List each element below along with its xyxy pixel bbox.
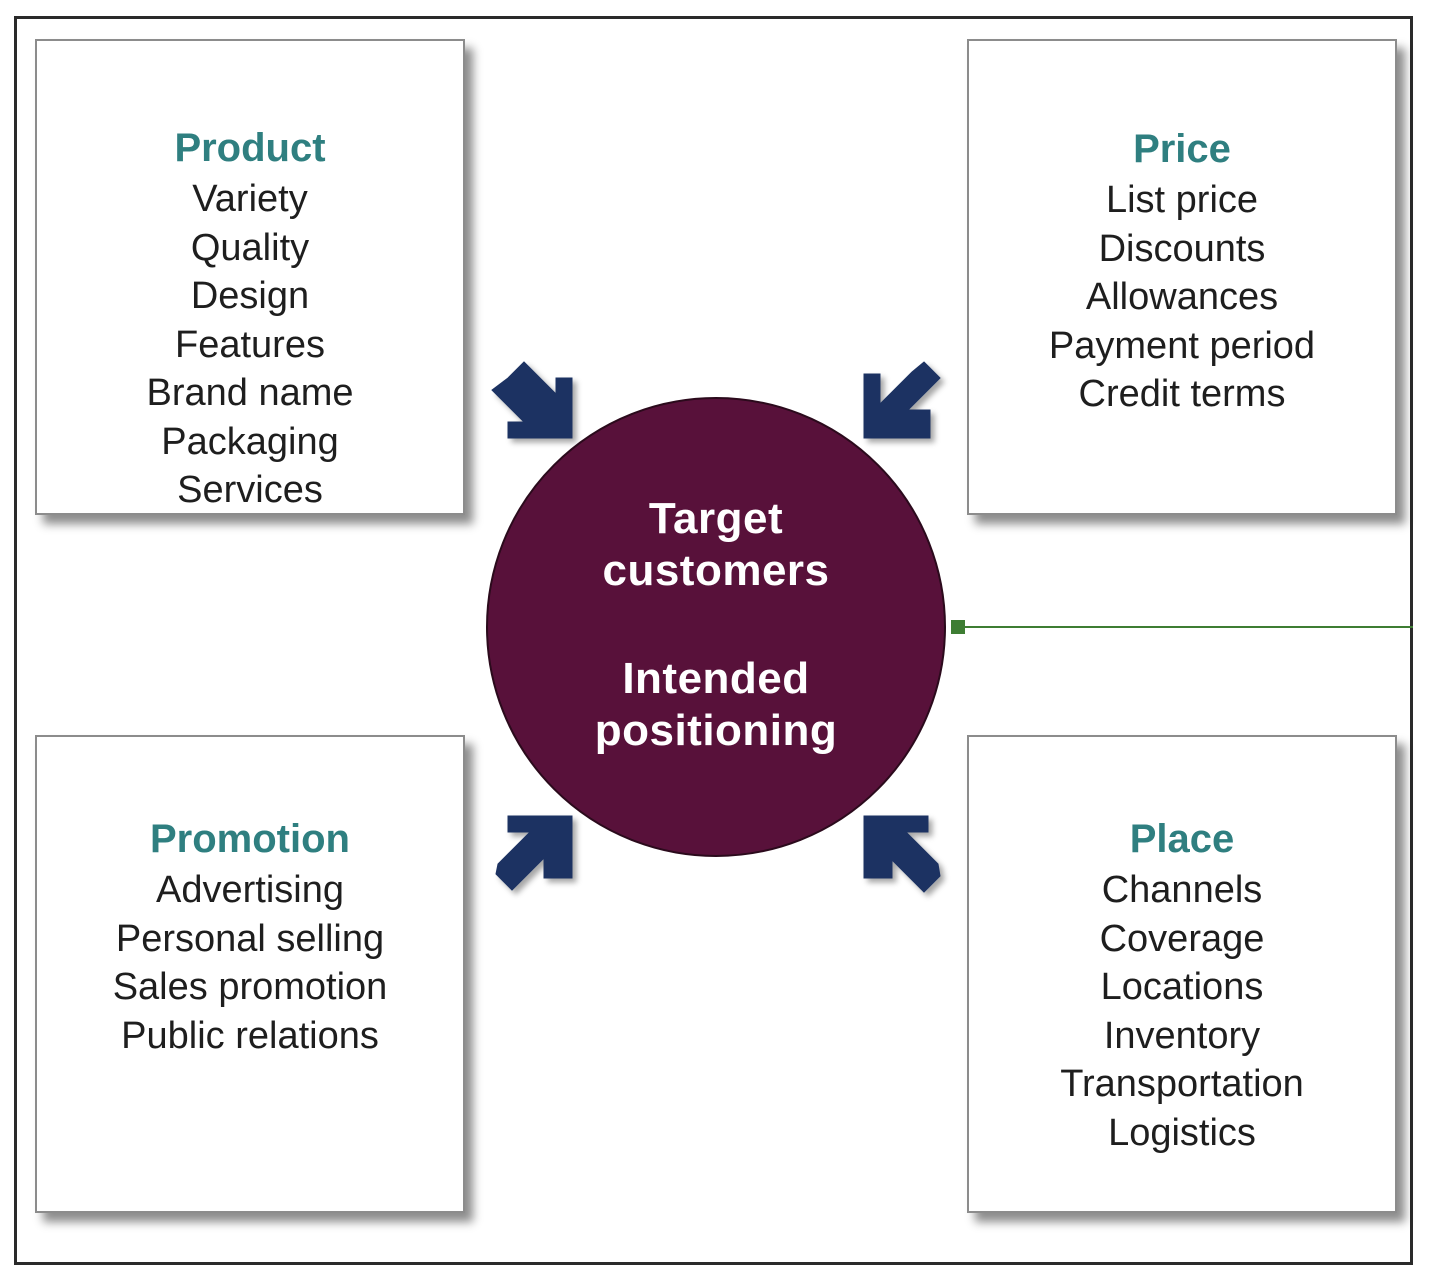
place-item: Transportation: [1060, 1063, 1304, 1105]
place-item: Inventory: [1103, 1014, 1261, 1057]
price-box: Price List price Discounts Allowances Pa…: [967, 39, 1397, 515]
price-item: List price: [1105, 179, 1259, 221]
place-item: Channels: [1101, 869, 1263, 911]
product-list: Variety Quality Design Features Brand na…: [37, 175, 463, 515]
place-item: Coverage: [1099, 917, 1265, 960]
product-item: Packaging: [161, 420, 339, 463]
product-item: Services: [177, 469, 323, 511]
place-title: Place: [1129, 817, 1235, 861]
place-item: Logistics: [1108, 1111, 1256, 1154]
circle-line-customers: customers: [602, 546, 830, 595]
promotion-item: Personal selling: [115, 917, 385, 960]
promotion-list: Advertising Personal selling Sales promo…: [37, 866, 463, 1060]
product-item: Features: [175, 323, 325, 366]
product-item: Variety: [192, 178, 308, 220]
promotion-item: Sales promotion: [112, 966, 388, 1008]
price-list: List price Discounts Allowances Payment …: [969, 176, 1395, 419]
target-customers-circle: Target customers Intended positioning: [486, 397, 946, 857]
price-title: Price: [1133, 127, 1231, 171]
price-item: Credit terms: [1078, 373, 1286, 415]
circle-line-intended: Intended: [622, 654, 810, 703]
promotion-box: Promotion Advertising Personal selling S…: [35, 735, 465, 1213]
product-item: Quality: [190, 226, 310, 269]
place-box: Place Channels Coverage Locations Invent…: [967, 735, 1397, 1213]
price-item: Discounts: [1098, 227, 1266, 270]
promotion-title: Promotion: [150, 817, 350, 861]
place-item: Locations: [1100, 966, 1264, 1008]
product-item: Brand name: [146, 372, 354, 414]
promotion-item: Public relations: [121, 1014, 379, 1057]
promotion-item: Advertising: [156, 869, 344, 911]
circle-line-positioning: positioning: [594, 706, 838, 755]
price-item: Allowances: [1085, 276, 1279, 318]
price-item: Payment period: [1048, 324, 1316, 367]
place-list: Channels Coverage Locations Inventory Tr…: [969, 866, 1395, 1157]
product-title: Product: [174, 126, 326, 170]
circle-line-target: Target: [648, 494, 784, 543]
product-box: Product Variety Quality Design Features …: [35, 39, 465, 515]
product-item: Design: [190, 275, 310, 317]
